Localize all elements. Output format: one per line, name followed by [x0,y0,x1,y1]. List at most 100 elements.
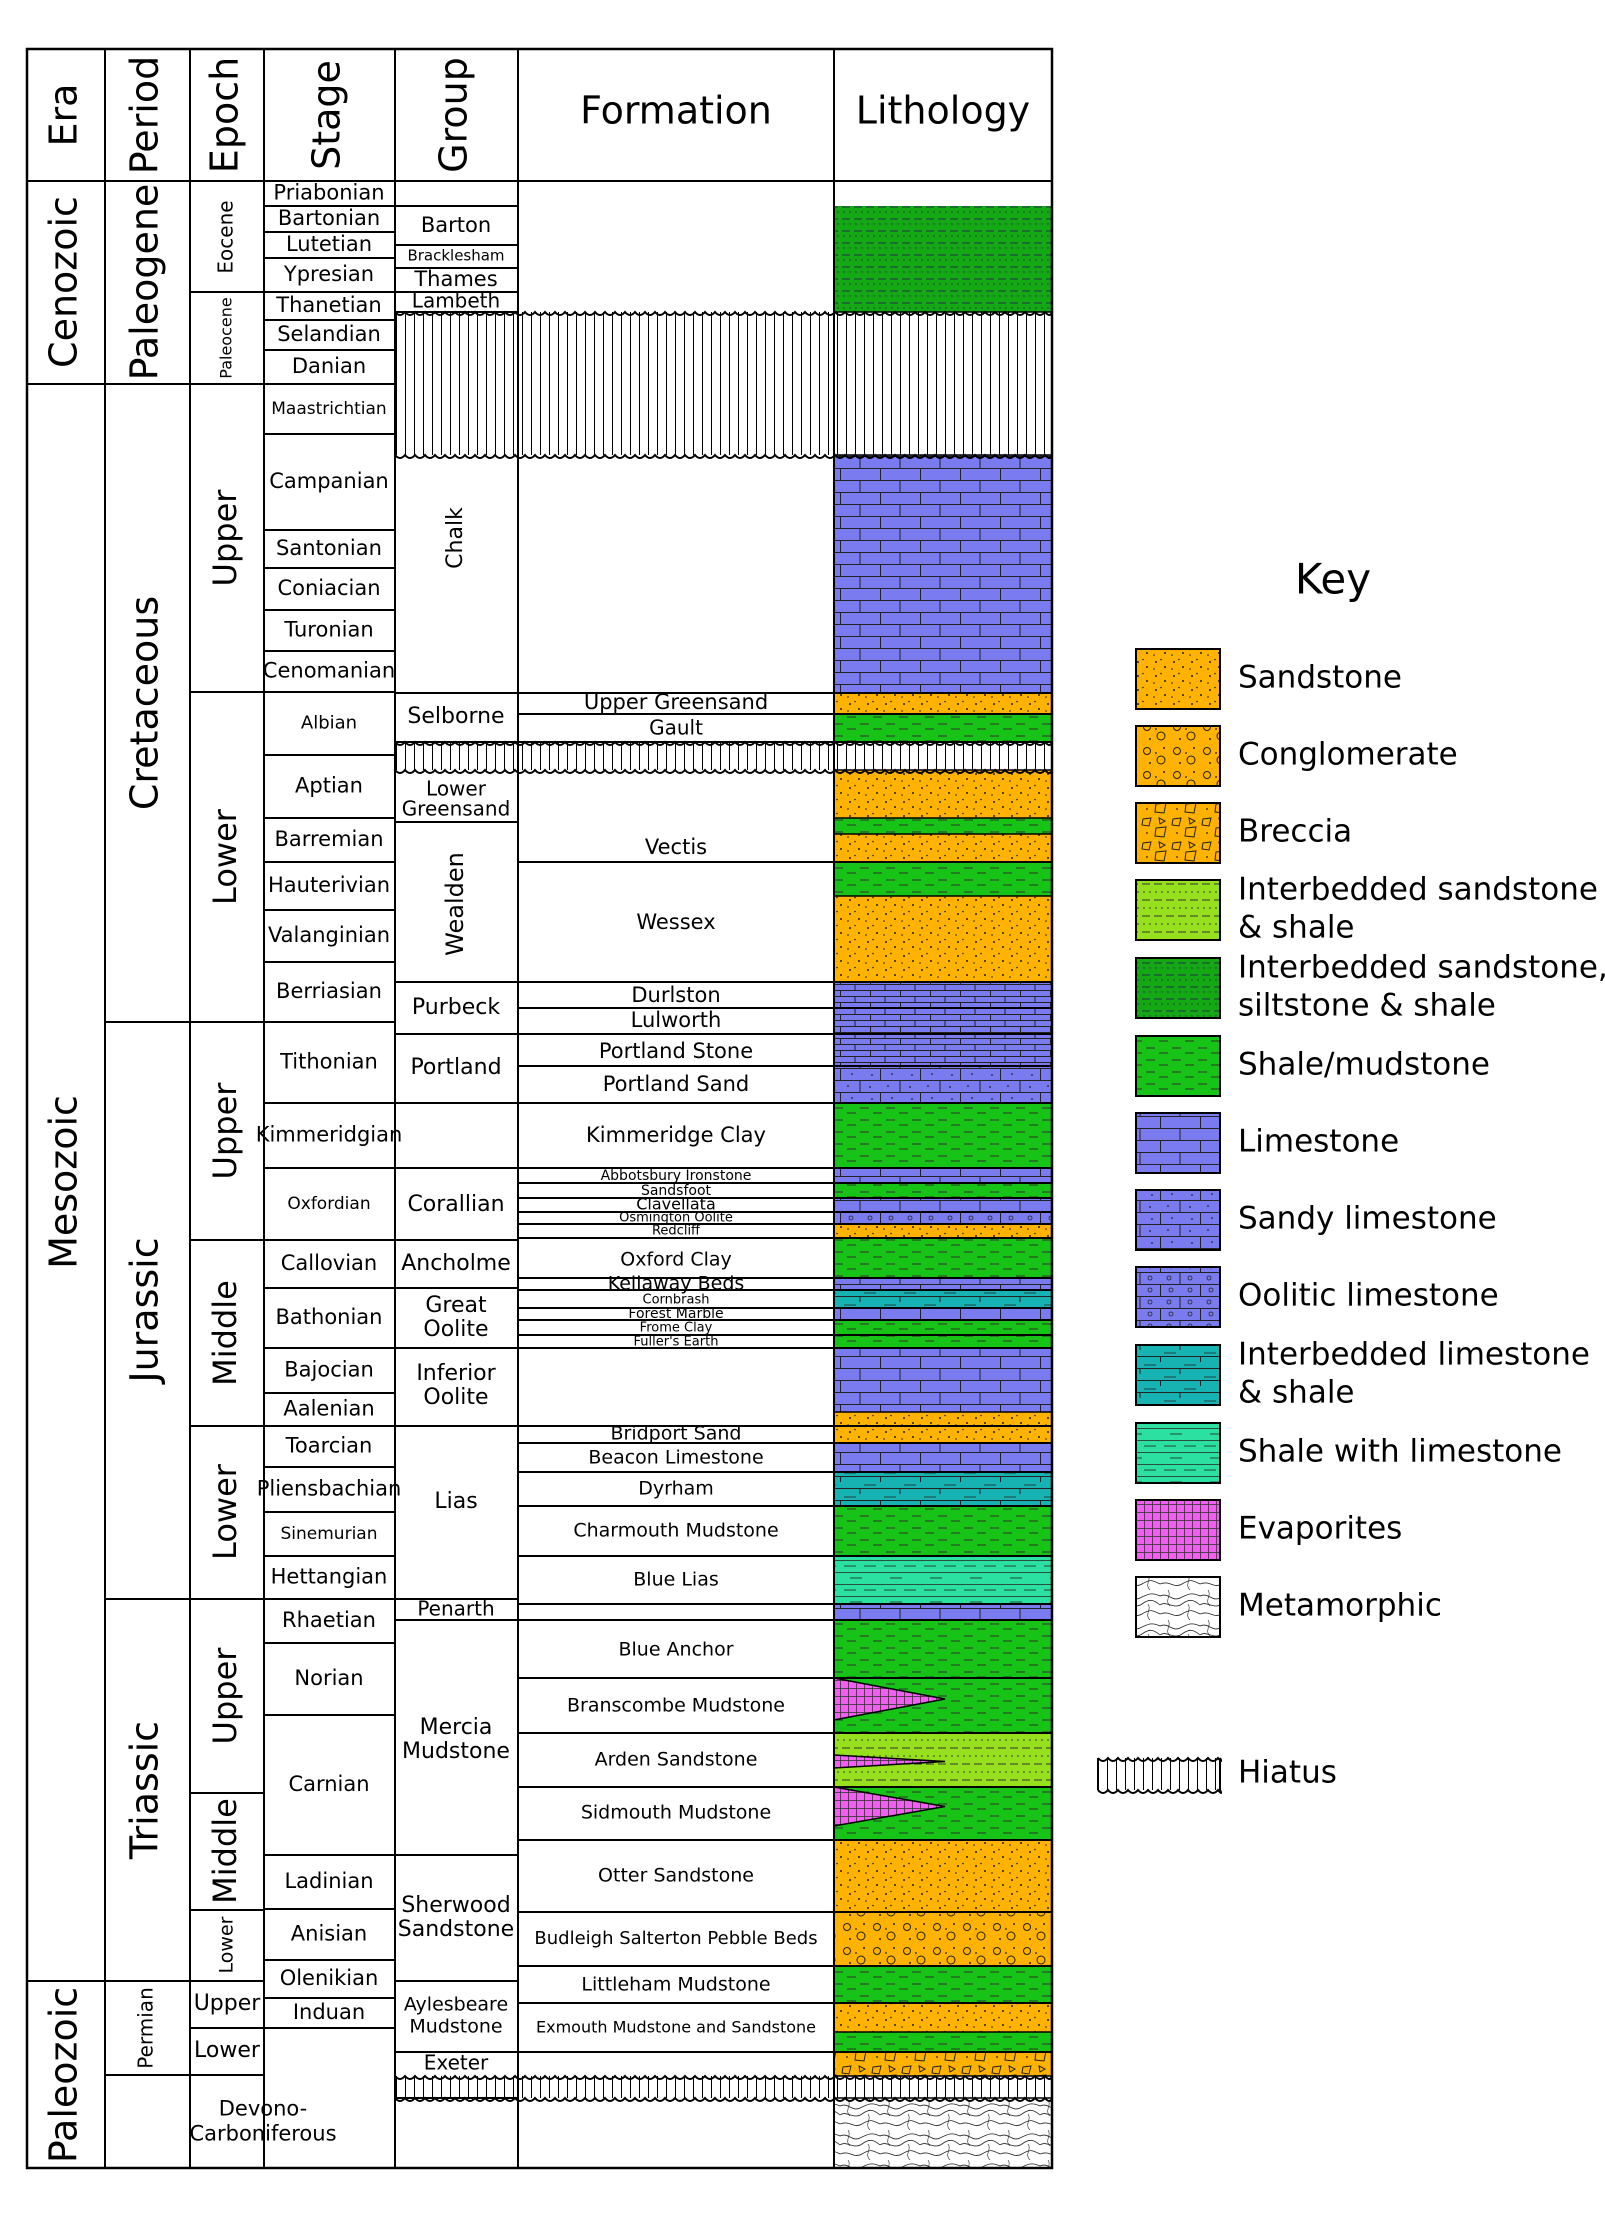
header-lithology: Lithology [856,89,1030,133]
period-paleogene: Paleogene [123,184,167,381]
lithology-interbedded-sandstone-siltstone-shale [834,206,1052,312]
formation-label: Beacon Limestone [588,1447,763,1469]
formation-label: Otter Sandstone [598,1865,754,1887]
lithology-sandstone [834,1840,1052,1912]
formation-label: Lulworth [631,1008,722,1032]
group-barton: Barton [421,213,491,237]
lithology-limestone [834,1198,1052,1212]
table-border [25,47,1054,2170]
formation-label: Wessex [636,910,715,934]
stage-label: Danian [292,354,366,378]
key-label: Interbedded sandstone, [1238,950,1605,986]
lithology-oolitic-limestone [834,1212,1052,1224]
lithology-interbedded-limestone-shale [834,1472,1052,1506]
group-aylesbeare-mudstone: Aylesbeare [404,1994,508,2016]
header-epoch: Epoch [203,57,247,173]
key-swatch-evaporites [1135,1499,1221,1561]
key-swatch-interbedded-sandstone-shale [1135,879,1221,941]
header-period: Period [123,56,167,175]
epoch-eocene: Eocene [214,200,238,273]
stage-label: Thanetian [275,293,381,317]
epoch-upper: Upper [206,1082,244,1180]
key-swatch-hiatus [1098,1758,1220,1790]
lithology-shale [834,818,1052,834]
stage-label: Toarcian [285,1434,373,1458]
formation-label: Gault [649,716,703,740]
formation-label: Kellaway Beds [608,1273,745,1295]
key-label: Sandstone [1238,660,1402,696]
formation-label: Redcliff [652,1224,701,1239]
key-swatch-shale [1135,1035,1221,1097]
formation-label: Blue Anchor [618,1639,733,1661]
key-label: Metamorphic [1238,1588,1442,1624]
group-lower-greensand: Greensand [402,797,511,821]
key-label: Breccia [1238,814,1352,850]
formation-label: Fuller's Earth [634,1335,719,1350]
lithology-shale [834,1183,1052,1198]
lithology-limestone [834,455,1052,693]
key-label: Hiatus [1238,1755,1337,1791]
formation-label: Portland Sand [603,1072,750,1096]
stage-label: Barremian [274,827,383,851]
group-wealden: Wealden [441,852,469,956]
stage-label: Callovian [281,1251,378,1275]
formation-label: Dyrham [638,1478,714,1500]
key-label: Sandy limestone [1238,1201,1497,1237]
key-swatch-sandstone [1135,648,1221,710]
key-legend: KeySandstoneConglomerateBrecciaInterbedd… [1097,555,1605,1794]
epoch-lower: Lower [206,1463,244,1560]
stage-label: Pliensbachian [257,1477,402,1501]
stage-label: Norian [294,1666,363,1690]
formation-label: Bridport Sand [611,1423,742,1445]
lithology-limestone [834,1308,1052,1320]
key-swatch-oolitic-limestone [1135,1266,1221,1328]
epoch-lower: Lower [194,2038,261,2063]
stage-label: Oxfordian [287,1194,370,1214]
epoch-lower: Lower [216,1916,238,1973]
stage-label: Devono- [219,2097,308,2121]
stage-label: Ladinian [284,1869,373,1893]
group-inferior-oolite: Oolite [423,1385,488,1410]
group-thames: Thames [413,267,497,291]
lithology-limestone [834,1443,1052,1472]
lithology-shale [834,1238,1052,1278]
key-label: Evaporites [1238,1511,1402,1547]
lithology-breccia [834,2052,1052,2076]
stage-label: Santonian [276,536,382,560]
lithology-sandy-limestone [834,1066,1052,1103]
epoch-middle: Middle [206,1798,244,1904]
group-exeter: Exeter [424,2051,489,2075]
group-sherwood-sandstone: Sandstone [398,1917,514,1942]
stage-label: Bathonian [276,1305,383,1329]
group-corallian: Corallian [407,1192,504,1217]
formation-label: Charmouth Mudstone [573,1520,778,1542]
formation-label: Littleham Mudstone [581,1974,770,1996]
lithology-sandstone [834,834,1052,862]
formation-label: Exmouth Mudstone and Sandstone [536,2018,816,2037]
grid-lines [25,47,1054,2170]
group-selborne: Selborne [407,704,504,729]
formation-label: Branscombe Mudstone [567,1695,785,1717]
lithology-sandstone [834,693,1052,714]
key-swatch-limestone [1135,1112,1221,1174]
group-sherwood-sandstone: Sherwood [401,1893,510,1918]
group-purbeck: Purbeck [412,995,500,1020]
period-cretaceous: Cretaceous [123,596,167,810]
lithology-shale [834,862,1052,896]
key-swatch-interbedded-sandstone-siltstone-shale [1135,957,1221,1019]
key-label: Interbedded limestone [1238,1337,1590,1373]
stage-label: Hettangian [271,1565,388,1589]
stage-label: Anisian [291,1922,367,1946]
formation-label: Vectis [645,835,707,859]
lithology-interbedded-limestone-shale [834,1290,1052,1308]
key-swatch-conglomerate [1135,725,1221,787]
key-hiatus-top [1097,1756,1223,1762]
key-hiatus-bottom [1097,1788,1223,1794]
stage-label: Lutetian [286,232,372,256]
lithology-conglomerate [834,1912,1052,1966]
stage-label: Priabonian [273,181,384,205]
epoch-upper: Upper [206,489,244,587]
formation-label: Budleigh Salterton Pebble Beds [534,1928,817,1949]
